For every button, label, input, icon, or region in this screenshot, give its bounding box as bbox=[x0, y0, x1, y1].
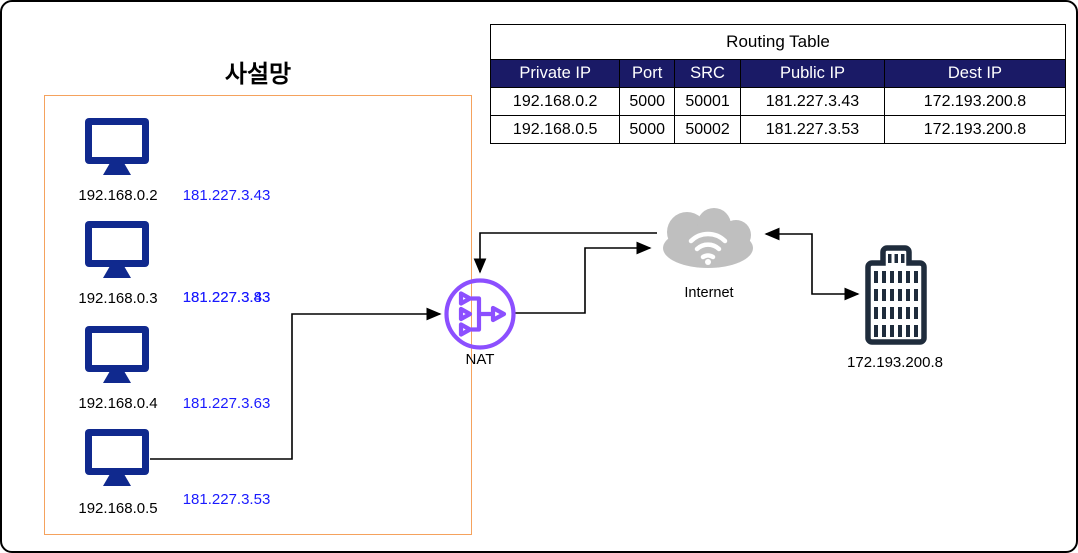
table-cell: 172.193.200.8 bbox=[883, 115, 1067, 144]
table-cell: 50002 bbox=[673, 115, 742, 144]
table-cell: 181.227.3.43 bbox=[740, 87, 885, 116]
table-row: 192.168.0.5 5000 50002 181.227.3.53 172.… bbox=[489, 115, 1067, 144]
private-ip-label: 192.168.0.5 bbox=[78, 500, 158, 517]
column-header: SRC bbox=[673, 59, 742, 88]
public-ip-label-overlap: 181.227.3.43 bbox=[182, 289, 271, 306]
routing-table-header-row: Private IP Port SRC Public IP Dest IP bbox=[489, 59, 1067, 88]
public-ip-label: 181.227.3.63 bbox=[182, 395, 271, 412]
internet-cloud-icon bbox=[663, 208, 753, 268]
column-header: Dest IP bbox=[883, 59, 1067, 88]
computer-icon bbox=[85, 221, 149, 278]
public-ip-label: 181.227.3.83 bbox=[182, 289, 271, 306]
table-cell: 172.193.200.8 bbox=[883, 87, 1067, 116]
table-cell: 50001 bbox=[673, 87, 742, 116]
building-icon bbox=[865, 245, 927, 345]
computer-icon bbox=[85, 326, 149, 383]
public-ip-label: 181.227.3.53 bbox=[182, 491, 271, 508]
nat-label: NAT bbox=[465, 351, 495, 368]
arrow-nat-to-cloud bbox=[515, 241, 652, 314]
nat-icon bbox=[444, 278, 516, 350]
private-ip-label: 192.168.0.4 bbox=[78, 395, 158, 412]
private-network-title: 사설망 bbox=[224, 61, 292, 88]
arrow-cloud-building bbox=[764, 227, 860, 301]
table-cell: 5000 bbox=[619, 87, 675, 116]
table-cell: 5000 bbox=[619, 115, 675, 144]
private-ip-label: 192.168.0.3 bbox=[78, 290, 158, 307]
column-header: Public IP bbox=[740, 59, 885, 88]
table-cell: 192.168.0.5 bbox=[489, 115, 621, 144]
table-row: 192.168.0.2 5000 50001 181.227.3.43 172.… bbox=[489, 87, 1067, 116]
private-ip-label: 192.168.0.2 bbox=[78, 187, 158, 204]
table-cell: 181.227.3.53 bbox=[740, 115, 885, 144]
server-ip-label: 172.193.200.8 bbox=[847, 354, 943, 371]
routing-table: Routing Table Private IP Port SRC Public… bbox=[489, 24, 1067, 144]
computer-icon bbox=[85, 429, 149, 486]
routing-table-title: Routing Table bbox=[490, 24, 1066, 60]
table-cell: 192.168.0.2 bbox=[489, 87, 621, 116]
column-header: Private IP bbox=[489, 59, 621, 88]
arrow-host-to-nat bbox=[150, 307, 442, 460]
public-ip-label: 181.227.3.43 bbox=[182, 187, 271, 204]
computer-icon bbox=[85, 118, 149, 175]
arrow-cloud-to-nat bbox=[473, 232, 657, 274]
internet-label: Internet bbox=[684, 285, 734, 301]
column-header: Port bbox=[619, 59, 675, 88]
